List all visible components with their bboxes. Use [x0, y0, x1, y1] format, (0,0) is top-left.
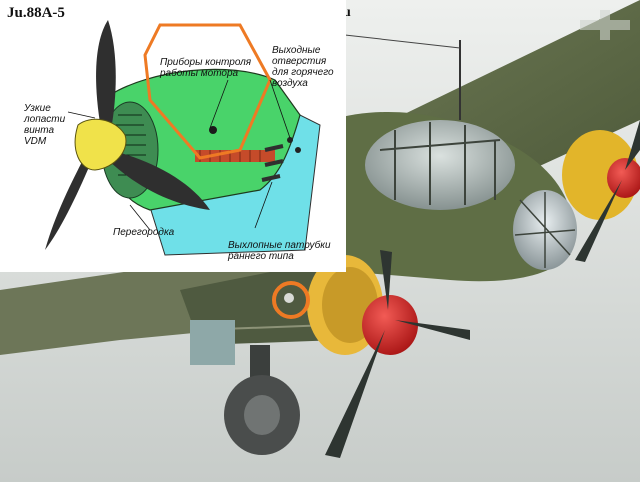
spinner	[74, 118, 127, 171]
label-engine-instruments: Приборы контроля работы мотора	[160, 57, 252, 79]
left-spinner	[362, 295, 418, 355]
label-hot-air-outlets: Выходные отверстия для горячего воздуха	[272, 45, 334, 89]
label-prop-blades: Узкие лопасти винта VDM	[24, 103, 66, 147]
label-firewall: Перегородка	[113, 227, 175, 238]
right-engine-cowling	[562, 130, 638, 220]
prop-blade-left	[45, 150, 92, 250]
label-exhaust-stubs: Выхлопные патрубки раннего типа	[228, 240, 331, 262]
prop-blade-top	[96, 20, 116, 135]
engine-diagram	[45, 20, 321, 256]
instrument-highlight-hexagon	[143, 23, 272, 160]
diagram-title: Ju.88A-5	[7, 5, 65, 21]
prop-blade-right	[108, 150, 210, 210]
propeller-blade	[325, 330, 385, 458]
instrument-port-highlight	[272, 281, 310, 319]
cockpit-canopy	[365, 120, 515, 210]
engine-diagram-inset: Ju.88A-5 Приборы контроля работы мотора …	[0, 0, 346, 272]
right-spinner	[607, 158, 640, 198]
